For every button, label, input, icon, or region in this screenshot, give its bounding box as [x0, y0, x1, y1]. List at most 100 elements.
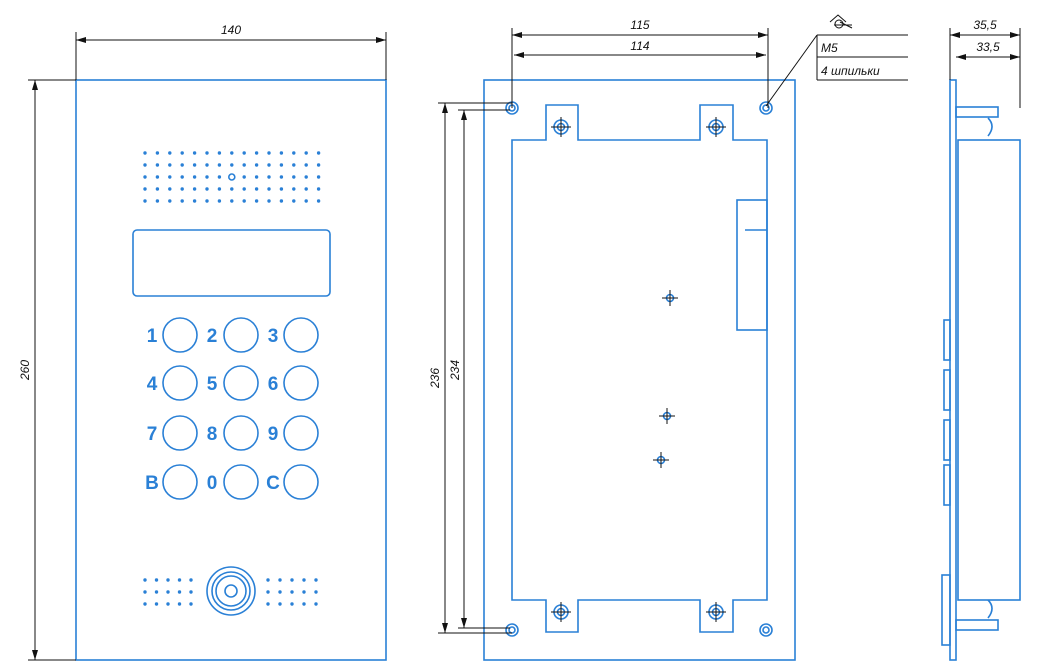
mic-dot: [154, 602, 159, 606]
speaker-dot: [217, 151, 222, 155]
speaker-dot: [242, 151, 246, 155]
speaker-dot: [242, 163, 246, 167]
key-button[interactable]: 8: [207, 415, 259, 451]
speaker-dot: [279, 163, 284, 167]
speaker-dot: [205, 151, 209, 155]
speaker-dot: [230, 163, 234, 167]
rear-frame-outline: [483, 79, 796, 661]
speaker-dot: [304, 187, 308, 191]
mic-dot: [278, 590, 282, 594]
speaker-dot: [180, 151, 184, 155]
key-button[interactable]: 0: [207, 464, 259, 500]
speaker-dot: [254, 151, 259, 155]
key-button[interactable]: 6: [268, 365, 319, 401]
stud-hole: [759, 101, 773, 115]
mic-dot: [189, 602, 193, 606]
dim-115-label: 115: [630, 18, 649, 32]
key-button[interactable]: 7: [147, 415, 198, 451]
height-dimension-label: 260: [18, 360, 32, 381]
speaker-dot: [155, 175, 160, 179]
key-button[interactable]: 5: [207, 365, 259, 401]
speaker-dot: [279, 187, 284, 191]
speaker-dot: [192, 163, 197, 167]
side-panel: [949, 79, 957, 661]
mic-dot: [302, 602, 306, 606]
thread-symbol-icon: [829, 14, 853, 29]
speaker-dot: [217, 199, 222, 203]
mic-dot: [154, 590, 159, 594]
mic-dot: [290, 578, 294, 582]
speaker-dot: [217, 187, 222, 191]
connector-module: [736, 199, 768, 331]
mic-dot: [166, 590, 170, 594]
dim-33-5-label: 33,5: [976, 40, 1000, 54]
mic-dot: [314, 602, 318, 606]
speaker-dot: [316, 175, 321, 179]
mic-dot: [290, 590, 294, 594]
speaker-dot: [292, 187, 296, 191]
speaker-dot: [254, 163, 259, 167]
callout-qty: 4 шпильки: [821, 64, 880, 78]
mic-dot: [266, 578, 270, 582]
width-dimension-label: 140: [221, 23, 241, 37]
mic-dot: [166, 602, 170, 606]
stud-callout: M5 4 шпильки: [765, 14, 908, 107]
speaker-dot: [279, 175, 284, 179]
speaker-dot: [267, 199, 271, 203]
speaker-dot: [254, 175, 259, 179]
speaker-dot: [316, 163, 321, 167]
speaker-dot: [316, 151, 321, 155]
key-label: B: [145, 473, 159, 494]
mic-dot: [302, 590, 306, 594]
key-button[interactable]: 9: [268, 415, 319, 451]
speaker-dot: [230, 187, 234, 191]
mic-dot: [278, 602, 282, 606]
speaker-dot: [180, 175, 184, 179]
mic-dot: [143, 590, 147, 594]
dim-236-label: 236: [428, 368, 442, 389]
speaker-dot: [230, 199, 234, 203]
speaker-dot: [168, 187, 172, 191]
speaker-dot: [267, 187, 271, 191]
speaker-dot: [180, 187, 184, 191]
speaker-dot: [316, 187, 321, 191]
speaker-dot: [242, 175, 246, 179]
key-button[interactable]: 3: [268, 317, 319, 353]
mic-dot: [166, 578, 170, 582]
key-button[interactable]: B: [145, 464, 198, 500]
key-label: 3: [268, 326, 279, 347]
speaker-dot: [180, 163, 184, 167]
speaker-dot: [267, 175, 271, 179]
speaker-dot: [205, 175, 209, 179]
key-label: 4: [147, 374, 158, 395]
speaker-dot: [143, 199, 147, 203]
key-button[interactable]: C: [266, 464, 319, 500]
speaker-dot: [205, 199, 209, 203]
mic-dot: [143, 578, 147, 582]
dim-114-label: 114: [630, 39, 649, 53]
speaker-dot: [205, 163, 209, 167]
speaker-dot: [292, 151, 296, 155]
key-label: 8: [207, 424, 218, 445]
speaker-dot: [267, 163, 271, 167]
speaker-dot: [279, 151, 284, 155]
display-window: [132, 229, 331, 297]
key-button[interactable]: 4: [147, 365, 198, 401]
speaker-dot: [242, 187, 246, 191]
speaker-grille: [143, 151, 321, 203]
speaker-dot: [155, 151, 160, 155]
mic-dot: [314, 578, 318, 582]
mic-dot: [314, 590, 318, 594]
key-label: 0: [207, 473, 218, 494]
speaker-dot: [304, 151, 308, 155]
mic-dot: [177, 602, 182, 606]
camera-icon: [206, 566, 256, 616]
center-marks: [653, 290, 678, 468]
speaker-dot: [267, 151, 271, 155]
key-button[interactable]: 1: [147, 317, 198, 353]
speaker-dot: [292, 199, 296, 203]
key-button[interactable]: 2: [207, 317, 259, 353]
